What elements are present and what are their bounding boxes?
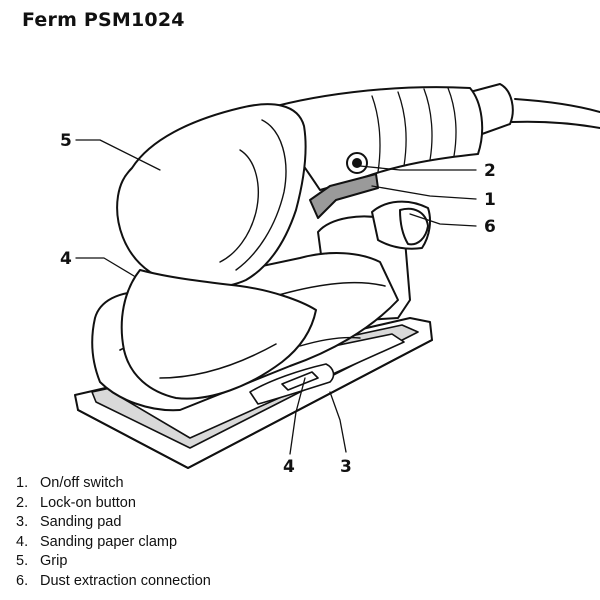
lock-on-button xyxy=(346,152,368,174)
handle-grip-ribs xyxy=(371,87,457,173)
sanding-pad xyxy=(74,317,433,469)
legend-item: 5.Grip xyxy=(16,553,68,570)
callout-5: 5 xyxy=(60,131,72,151)
leader-line-4b xyxy=(289,377,306,455)
clamp-lever xyxy=(281,371,319,391)
dust-extraction-connection xyxy=(371,200,431,250)
callout-6: 6 xyxy=(484,217,496,237)
legend-item: 6.Dust extraction connection xyxy=(16,572,211,589)
callout-2: 2 xyxy=(484,161,496,181)
leader-line-4a xyxy=(75,257,135,277)
grip-shading xyxy=(235,119,287,271)
body-side-rib xyxy=(299,336,361,347)
leader-line-2 xyxy=(359,165,477,171)
callout-3: 3 xyxy=(340,457,352,477)
leader-line-3 xyxy=(329,391,347,453)
legend-item: 1.On/off switch xyxy=(16,475,124,491)
leader-line-6 xyxy=(409,213,477,227)
on-off-switch xyxy=(309,173,379,219)
legend-item: 4.Sanding paper clamp xyxy=(16,533,178,550)
diagram-title: Ferm PSM1024 xyxy=(22,9,185,31)
legend-item: 2.Lock-on button xyxy=(16,494,136,511)
callout-4-clamp-bottom: 4 xyxy=(283,457,295,477)
parts-legend: 1.On/off switch 2.Lock-on button 3.Sandi… xyxy=(16,474,211,592)
front-body-ridge xyxy=(159,343,277,379)
callout-1: 1 xyxy=(484,190,496,210)
leader-line-5 xyxy=(75,139,161,171)
legend-item: 3.Sanding pad xyxy=(16,514,122,531)
callout-4-clamp-left: 4 xyxy=(60,249,72,269)
grip xyxy=(116,103,307,288)
leader-line-1 xyxy=(371,185,477,200)
front-body xyxy=(120,269,317,400)
leader-lines xyxy=(75,139,477,455)
power-cord xyxy=(511,98,600,129)
grip-inner-edge xyxy=(219,149,259,263)
